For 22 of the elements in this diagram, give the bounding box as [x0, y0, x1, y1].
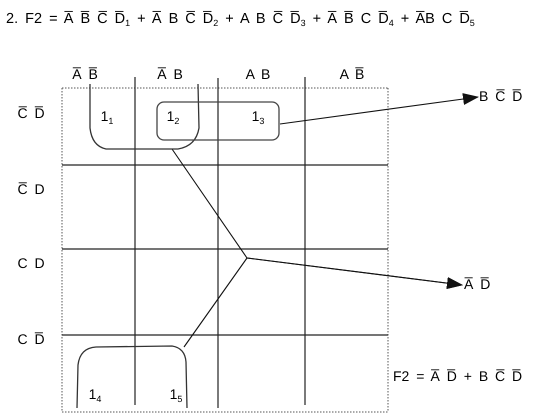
row-header: C D̅ [17, 330, 45, 348]
row-header: C D [17, 254, 45, 272]
minterm-entry: 1$_{5}$ [170, 385, 182, 403]
result-equation: F2 = A̅ D̅ + B C̅ D̅ [393, 367, 522, 385]
result-term: B C̅ D̅ [479, 87, 522, 105]
arrow [280, 93, 479, 125]
arrow [184, 257, 463, 348]
column-header: A B̅ [340, 65, 364, 83]
minterm-entry: 1$_{4}$ [88, 385, 102, 403]
grouping-outline [156, 101, 280, 141]
grouping-loop [76, 345, 188, 409]
minterm-entry: 1$_{1}$ [100, 107, 114, 125]
row-header: C̅ D̅ [17, 104, 45, 122]
column-header: A̅ B̅ [72, 65, 98, 83]
title: 2. F2 = A̅ B̅ C̅ D̅$_{1}$ + A̅ B C̅ D̅$_{2}$ + A B C̅ D̅$_{3}$ + A̅ B̅ C D̅$_{4}$ + A̅B C D̅$_{5}$ [6, 10, 475, 28]
result-term: A̅ D̅ [464, 275, 490, 293]
minterm-entry: 1$_{3}$ [252, 107, 264, 125]
column-header: A̅ B [157, 65, 183, 83]
row-header: C̅ D [17, 180, 45, 198]
grouping-loop [89, 83, 201, 150]
column-header: A B [246, 65, 270, 83]
minterm-entry: 1$_{2}$ [166, 107, 180, 125]
